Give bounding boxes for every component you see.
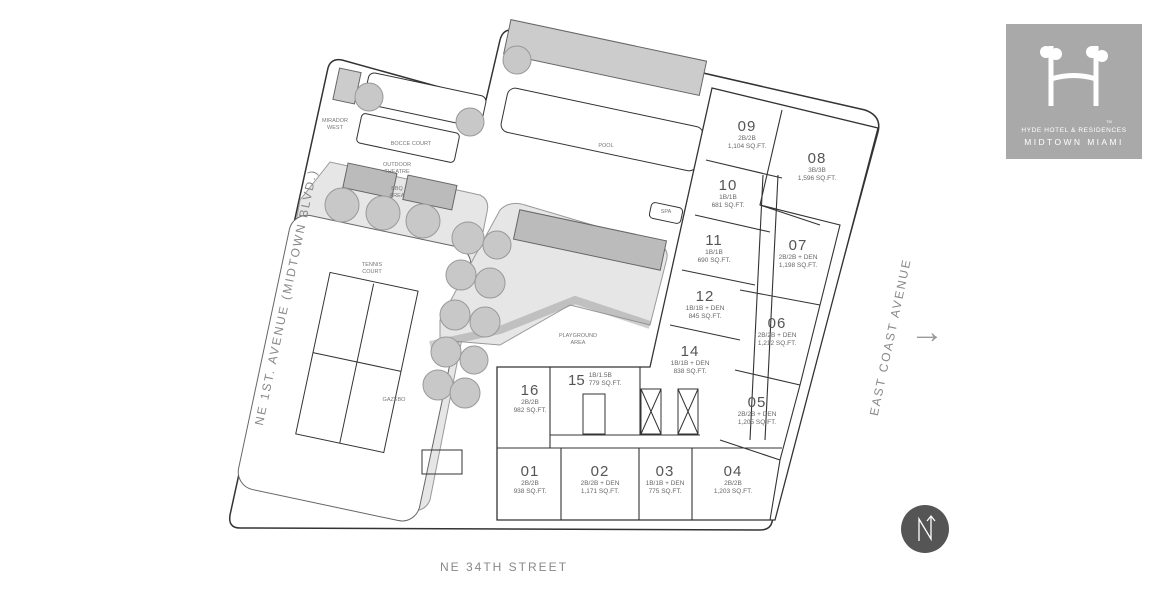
unit-number: 10: [718, 177, 738, 194]
logo-line1: HYDE HOTEL & RESIDENCES: [1021, 127, 1127, 134]
unit-number: 04: [723, 463, 743, 480]
unit-area: 1,171 SQ.FT.: [580, 488, 620, 495]
unit-number: 14: [680, 343, 700, 360]
unit-type: 1B/1.5B: [588, 372, 612, 379]
label-bocce: BOCCE COURT: [390, 141, 432, 147]
next-arrow-icon[interactable]: →: [910, 313, 944, 351]
unit-number: 12: [695, 288, 715, 305]
unit-type: 2B/2B + DEN: [580, 480, 620, 487]
unit-area: 1,205 SQ.FT.: [737, 419, 777, 426]
unit-type: 1B/1B: [719, 194, 737, 201]
spa: [648, 202, 684, 224]
unit-area: 982 SQ.FT.: [513, 407, 547, 414]
unit-type: 1B/1B: [705, 249, 723, 256]
hyde-logo: TM HYDE HOTEL & RESIDENCES MIDTOWN MIAMI: [1006, 24, 1142, 159]
elevators: [421, 388, 699, 475]
unit-area: 938 SQ.FT.: [513, 488, 547, 495]
cabana-roof: [512, 209, 668, 271]
unit-walls: [497, 109, 841, 521]
unit-number: 09: [737, 118, 757, 135]
unit-area: 1,198 SQ.FT.: [778, 262, 818, 269]
unit-type: 1B/1B + DEN: [670, 360, 710, 367]
label-spa: SPA: [660, 209, 672, 215]
label-mirador: MIRADOR WEST: [322, 118, 348, 131]
unit-area: 1,596 SQ.FT.: [797, 175, 837, 182]
label-gazebo: GAZEBO: [382, 397, 406, 403]
label-pool: POOL: [598, 143, 614, 149]
unit-number: 03: [655, 463, 675, 480]
unit-type: 2B/2B + DEN: [778, 254, 818, 261]
pool-deck: [503, 19, 708, 97]
trademark: TM: [1106, 119, 1112, 124]
bocce-court: [356, 113, 460, 163]
unit-area: 779 SQ.FT.: [588, 380, 622, 387]
unit-number: 11: [705, 232, 723, 249]
unit-area: 1,212 SQ.FT.: [757, 340, 797, 347]
unit-type: 3B/3B: [808, 167, 826, 174]
unit-number: 01: [520, 463, 540, 480]
unit-type: 2B/2B: [724, 480, 742, 487]
unit-number: 15: [568, 372, 585, 389]
unit-number: 06: [767, 315, 787, 332]
bbq-roof-left: [342, 162, 398, 199]
unit-area: 1,203 SQ.FT.: [713, 488, 753, 495]
unit-area: 845 SQ.FT.: [688, 313, 722, 320]
unit-area: 838 SQ.FT.: [673, 368, 707, 375]
unit-type: 1B/1B + DEN: [685, 305, 725, 312]
playground-path: [429, 295, 652, 349]
unit-number: 07: [788, 237, 808, 254]
unit-type: 2B/2B + DEN: [737, 411, 777, 418]
unit-type: 2B/2B: [521, 399, 539, 406]
unit-area: 690 SQ.FT.: [697, 257, 731, 264]
label-theatre: OUTDOOR THEATRE: [382, 162, 412, 175]
unit-type: 2B/2B: [521, 480, 539, 487]
building-outline: [496, 87, 879, 521]
unit-number: 16: [520, 382, 540, 399]
unit-area: 681 SQ.FT.: [711, 202, 745, 209]
unit-area: 1,104 SQ.FT.: [727, 143, 767, 150]
label-playground: PLAYGROUND AREA: [558, 333, 598, 346]
unit-number: 05: [747, 394, 767, 411]
unit-type: 1B/1B + DEN: [645, 480, 685, 487]
unit-type: 2B/2B: [738, 135, 756, 142]
logo-line2: MIDTOWN MIAMI: [1024, 137, 1124, 147]
label-bbq: BBQ AREA: [389, 186, 405, 199]
tree-h-logo-icon: [1040, 46, 1108, 106]
unit-area: 775 SQ.FT.: [648, 488, 682, 495]
unit-type: 2B/2B + DEN: [757, 332, 797, 339]
north-arrow-icon: N: [901, 505, 949, 553]
label-tennis: TENNIS COURT: [361, 262, 383, 275]
street-south: NE 34TH STREET: [440, 560, 569, 574]
unit-number: 02: [590, 463, 610, 480]
trees: [324, 45, 532, 409]
unit-number: 08: [807, 150, 827, 167]
